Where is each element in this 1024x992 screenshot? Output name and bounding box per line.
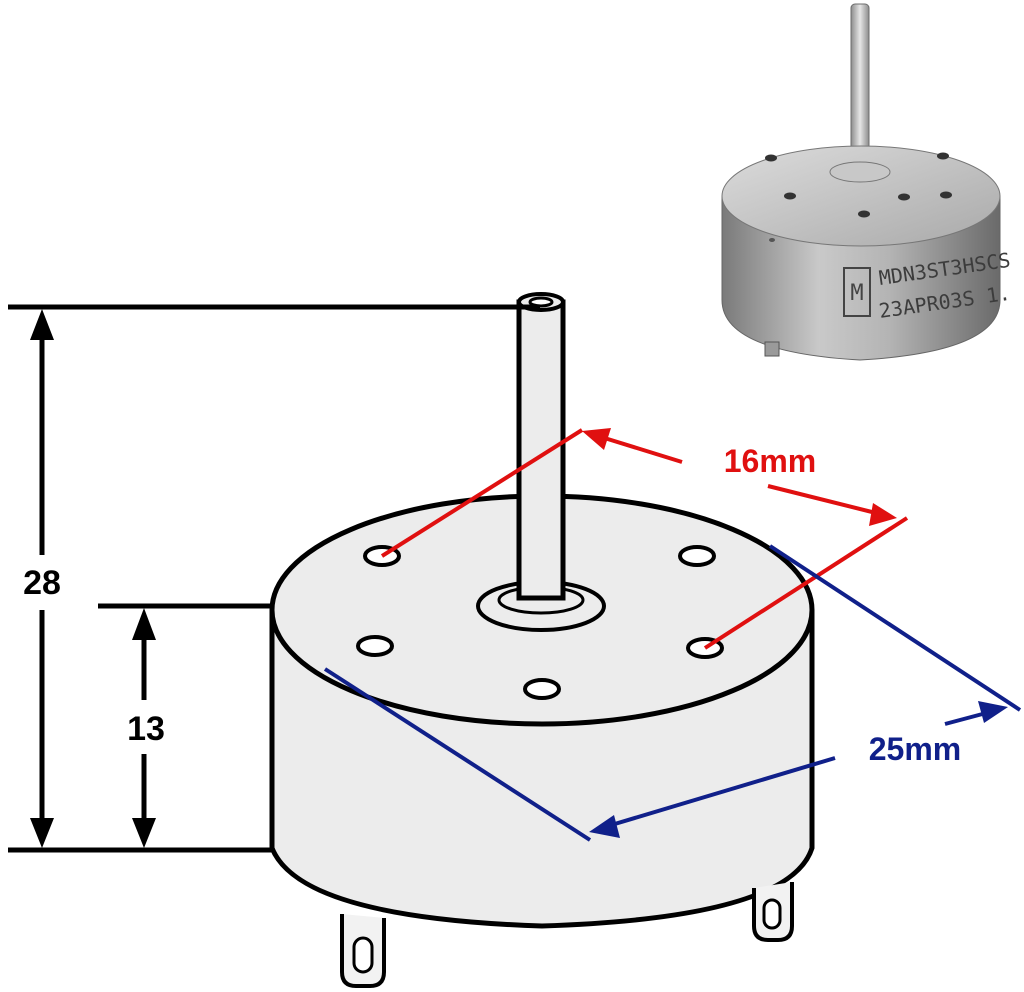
motor-drawing <box>269 292 815 988</box>
dimension-25mm: 25mm <box>323 544 1022 842</box>
motor-shaft <box>516 299 566 601</box>
height-dimensions: 28 13 <box>8 304 540 853</box>
mounting-hole <box>356 635 394 657</box>
mounting-hole <box>523 678 561 700</box>
mounting-hole <box>678 545 716 567</box>
hole-spacing-label: 16mm <box>724 443 817 479</box>
motor-photo: M MDN3ST3HSCS 23APR03S 1. <box>721 3 1012 361</box>
logo-letter: M <box>850 281 863 306</box>
dimension-16mm: 16mm <box>380 428 909 650</box>
dimension-28: 28 <box>23 309 61 848</box>
dimension-13: 13 <box>127 608 165 848</box>
diameter-label: 25mm <box>869 731 962 767</box>
manufacturer-logo: M <box>843 267 871 317</box>
body-height-label: 13 <box>127 710 165 748</box>
total-height-label: 28 <box>23 564 61 602</box>
